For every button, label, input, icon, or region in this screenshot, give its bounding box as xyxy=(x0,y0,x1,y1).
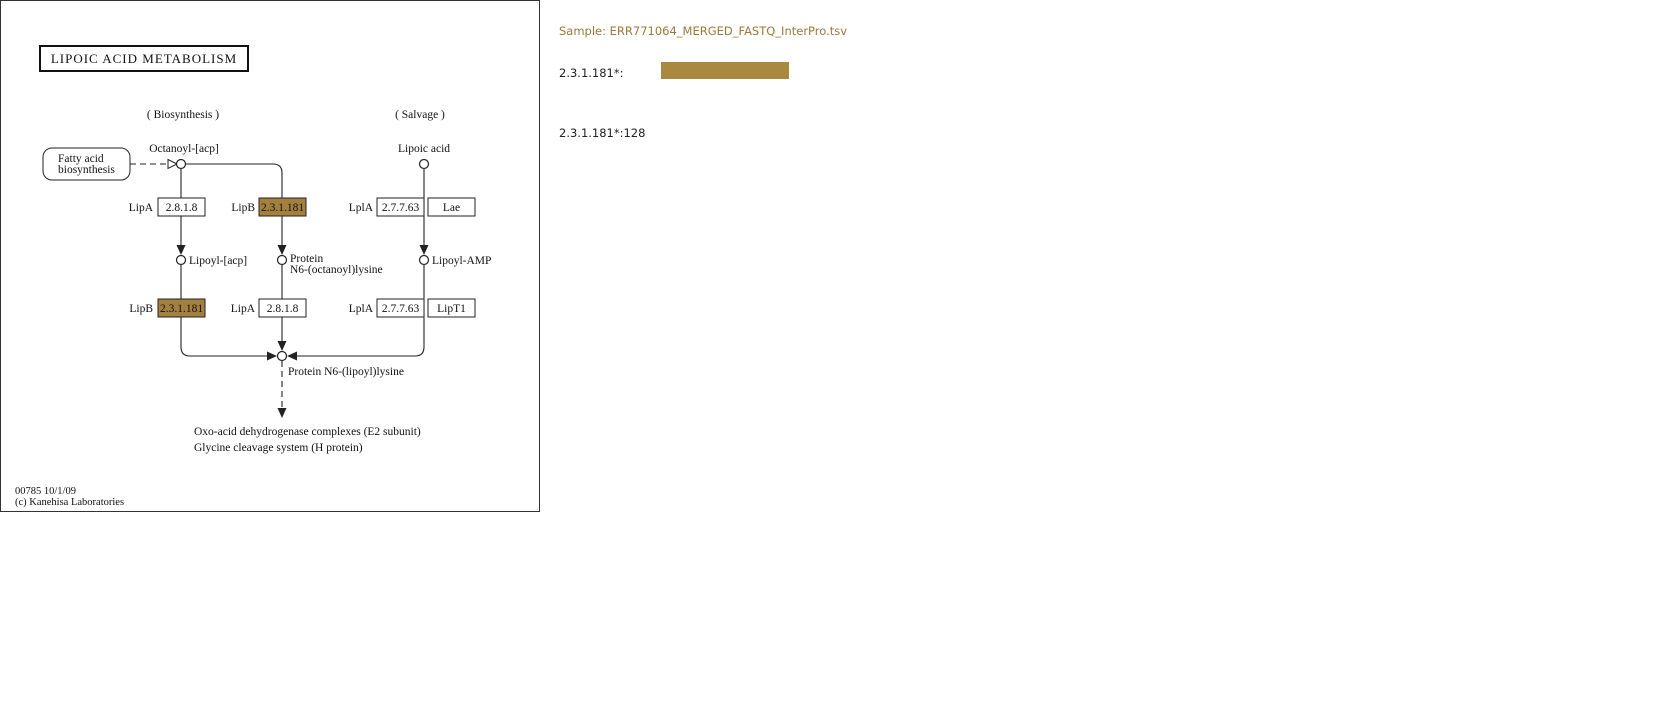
ec-lipA-1: 2.8.1.8 xyxy=(166,202,198,214)
ec-abundance-bar xyxy=(661,62,789,79)
enzyme-box-lipA-2[interactable] xyxy=(258,298,307,318)
fatty-acid-label-1: Fatty acid xyxy=(58,153,104,165)
product-line-2: Glycine cleavage system (H protein) xyxy=(194,442,363,454)
arrowhead xyxy=(287,351,297,361)
node-lipoyl-amp[interactable] xyxy=(418,254,430,266)
gene-lipA-1: LipA xyxy=(129,202,154,214)
label-protein-octanoyl-2: N6-(octanoyl)lysine xyxy=(290,264,383,276)
footer-map-id: 00785 10/1/09 xyxy=(15,486,76,497)
enzyme-box-lipA-1[interactable] xyxy=(157,197,206,217)
product-line-1: Oxo-acid dehydrogenase complexes (E2 sub… xyxy=(194,426,421,438)
arrowhead xyxy=(176,245,186,255)
ec-count-label: 2.3.1.181*:128 xyxy=(559,126,646,140)
enzyme-box-lipT1[interactable] xyxy=(427,298,476,318)
arrowhead xyxy=(419,245,429,255)
node-protein-lipoyl[interactable] xyxy=(276,350,288,362)
label-lipoic-acid: Lipoic acid xyxy=(398,143,450,155)
label-protein-lipoyl: Protein N6-(lipoyl)lysine xyxy=(288,366,404,378)
section-biosynthesis: ( Biosynthesis ) xyxy=(147,109,219,121)
edge-lipoyl-amp-to-protein-lipoyl xyxy=(296,265,425,357)
title-box xyxy=(39,45,249,72)
node-octanoyl-acp[interactable] xyxy=(175,158,187,170)
arrowhead xyxy=(277,341,287,351)
gene-lipA-2: LipA xyxy=(231,303,256,315)
gene-lae: Lae xyxy=(443,202,460,214)
sample-label: Sample: ERR771064_MERGED_FASTQ_InterPro.… xyxy=(559,24,848,38)
section-salvage: ( Salvage ) xyxy=(395,109,445,121)
gene-lipB-1: LipB xyxy=(231,202,255,214)
label-lipoyl-amp: Lipoyl-AMP xyxy=(432,255,491,267)
ec-lplA-1: 2.7.7.63 xyxy=(382,202,420,214)
ec-row-label: 2.3.1.181*: xyxy=(559,66,624,80)
enzyme-box-lipB-2[interactable] xyxy=(157,298,206,318)
enzyme-box-lplA-2[interactable] xyxy=(376,298,425,318)
arrowhead-open xyxy=(167,158,179,170)
arrowhead xyxy=(267,351,277,361)
fatty-acid-label-2: biosynthesis xyxy=(58,164,115,176)
pathway-map: LIPOIC ACID METABOLISM ( Biosynthesis ) … xyxy=(0,0,540,512)
label-lipoyl-acp: Lipoyl-[acp] xyxy=(189,255,247,267)
ec-lipB-1: 2.3.1.181 xyxy=(261,202,304,214)
arrowhead xyxy=(277,245,287,255)
label-protein-octanoyl-1: Protein xyxy=(290,253,323,265)
gene-lipB-2: LipB xyxy=(129,303,153,315)
ec-lipB-2: 2.3.1.181 xyxy=(160,303,203,315)
gene-lipT1: LipT1 xyxy=(437,303,466,315)
node-protein-octanoyl[interactable] xyxy=(276,254,288,266)
gene-lplA-1: LplA xyxy=(349,202,374,214)
footer-copyright: (c) Kanehisa Laboratories xyxy=(15,497,124,508)
gene-lplA-2: LplA xyxy=(349,303,374,315)
ec-lplA-2: 2.7.7.63 xyxy=(382,303,420,315)
edge-lipoyl-acp-to-protein-lipoyl xyxy=(180,265,268,357)
edge-octanoyl-to-protein-octanoyl xyxy=(186,163,283,246)
node-lipoyl-acp[interactable] xyxy=(175,254,187,266)
arrowhead xyxy=(277,408,287,418)
map-frame xyxy=(0,0,540,512)
enzyme-box-lplA-1[interactable] xyxy=(376,197,425,217)
enzyme-box-lae[interactable] xyxy=(427,197,476,217)
map-title: LIPOIC ACID METABOLISM xyxy=(51,51,237,66)
ec-lipA-2: 2.8.1.8 xyxy=(267,303,299,315)
node-lipoic-acid[interactable] xyxy=(418,158,430,170)
label-octanoyl-acp: Octanoyl-[acp] xyxy=(149,143,219,155)
enzyme-box-lipB-1[interactable] xyxy=(258,197,307,217)
